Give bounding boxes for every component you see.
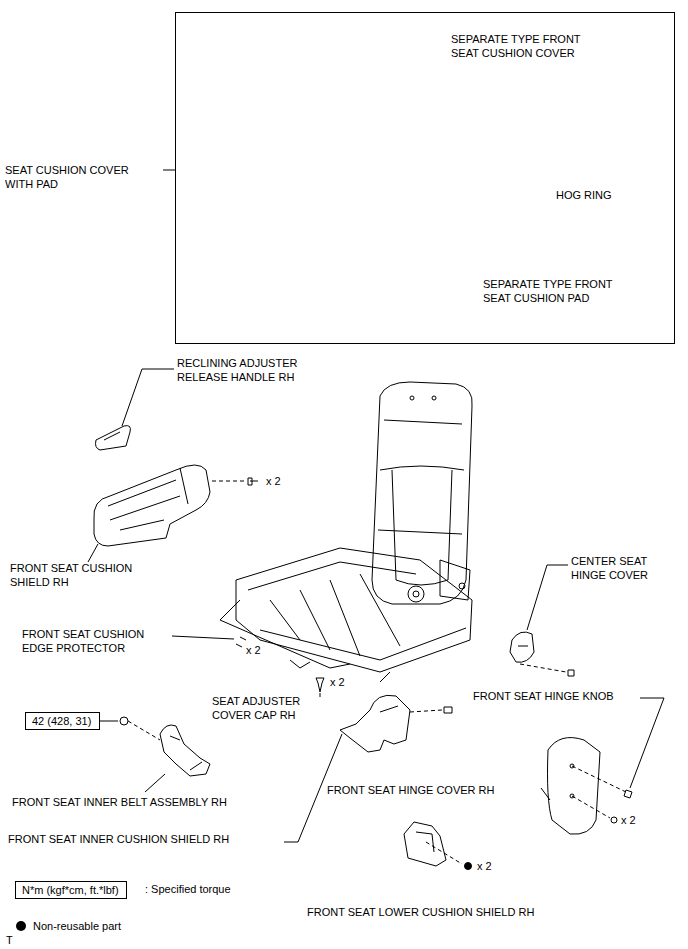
part-name: SEAT CUSHION COVER WITH PAD <box>5 163 140 191</box>
quantity: x 2 <box>266 474 281 488</box>
part-name: FRONT SEAT LOWER CUSHION SHIELD RH <box>307 905 534 919</box>
part-name: RECLINING ADJUSTER RELEASE HANDLE RH <box>177 356 317 384</box>
part-name: SEAT ADJUSTER COVER CAP RH <box>212 694 322 722</box>
figure-code: T <box>6 933 13 947</box>
part-name: FRONT SEAT HINGE COVER RH <box>327 783 494 797</box>
part-name: FRONT SEAT HINGE KNOB <box>473 689 614 703</box>
torque-value: N*m (kgf*cm, ft.*lbf) <box>22 883 119 897</box>
part-name: SEPARATE TYPE FRONT SEAT CUSHION PAD <box>483 277 628 305</box>
part-name: FRONT SEAT CUSHION EDGE PROTECTOR <box>22 627 162 655</box>
part-name: SEPARATE TYPE FRONT SEAT CUSHION COVER <box>451 32 596 60</box>
seat-assembly <box>220 382 472 682</box>
quantity: x 2 <box>621 813 636 827</box>
part-name: FRONT SEAT CUSHION SHIELD RH <box>10 561 150 589</box>
torque-box: 42 (428, 31) <box>25 712 100 730</box>
part-name: FRONT SEAT INNER CUSHION SHIELD RH <box>8 832 229 846</box>
part-name: FRONT SEAT INNER BELT ASSEMBLY RH <box>12 795 227 809</box>
part-name: HOG RING <box>556 188 612 202</box>
group-box: SEAT CUSHION COVER WITH PADSEPARATE TYPE… <box>175 12 675 344</box>
quantity: x 2 <box>330 675 345 689</box>
legend-text: : Specified torque <box>145 882 231 896</box>
torque-value: 42 (428, 31) <box>32 714 91 728</box>
torque-unit-box: N*m (kgf*cm, ft.*lbf) <box>15 881 127 899</box>
quantity: x 2 <box>246 643 261 657</box>
part-name: CENTER SEAT HINGE COVER <box>571 554 666 582</box>
legend-text: Non-reusable part <box>33 919 121 933</box>
quantity: x 2 <box>477 859 492 873</box>
